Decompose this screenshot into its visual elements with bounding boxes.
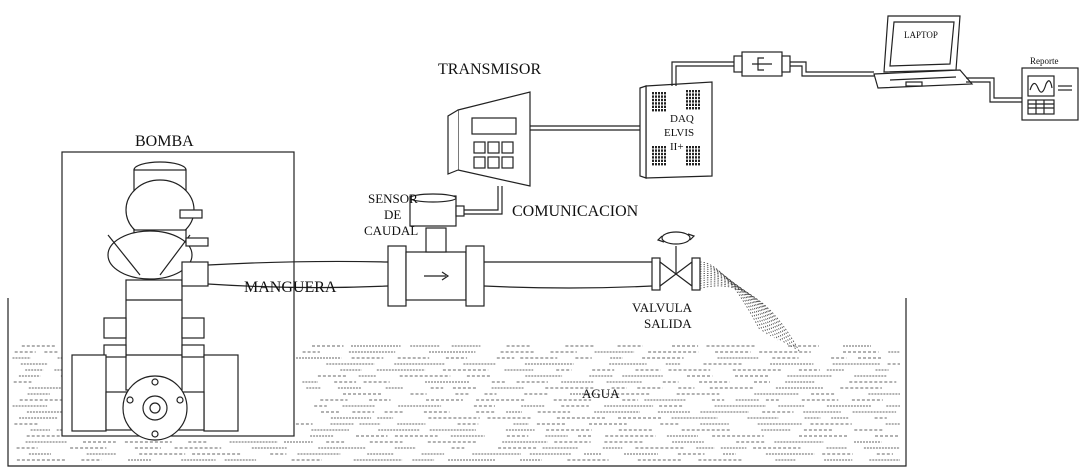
transmitter-display	[471, 117, 517, 135]
hose	[207, 260, 389, 289]
water-jet	[699, 261, 800, 353]
label-daq-1: DAQ	[670, 113, 694, 125]
laptop	[873, 15, 974, 89]
label-daq-2: ELVIS	[664, 127, 694, 139]
water-tank	[7, 298, 907, 467]
label-valvula: VALVULA	[632, 300, 693, 315]
pump-column	[125, 279, 183, 391]
label-comunicacion: COMUNICACION	[512, 203, 639, 220]
label-laptop: LAPTOP	[904, 30, 938, 40]
pump-wheel-right	[203, 354, 239, 432]
label-transmisor: TRANSMISOR	[438, 61, 541, 78]
flow-sensor	[387, 193, 485, 307]
cable-sensor-transmitter	[464, 186, 499, 211]
label-bomba: BOMBA	[135, 133, 194, 150]
cable-laptop-report	[966, 77, 1022, 99]
pump-wheel-left	[71, 354, 107, 432]
label-reporte: Reporte	[1030, 56, 1059, 66]
outlet-pipe	[483, 261, 653, 289]
label-sensor-1: SENSOR	[368, 191, 418, 206]
pump-assembly	[61, 151, 295, 441]
daq-elvis	[639, 81, 713, 179]
water-surface-lines	[12, 345, 900, 461]
label-daq-3: II+	[670, 141, 684, 153]
label-agua: AGUA	[582, 386, 620, 401]
label-salida: SALIDA	[644, 316, 692, 331]
label-sensor-2: DE	[384, 207, 401, 222]
pump-flange	[107, 230, 193, 280]
report-document	[1021, 67, 1079, 121]
cable-converter-laptop	[790, 61, 874, 73]
cable-daq-switch	[671, 61, 742, 86]
transmitter	[447, 91, 531, 187]
usb-converter	[733, 51, 791, 77]
valve-handwheel-icon	[661, 231, 691, 245]
outlet-valve	[651, 231, 701, 291]
transmitter-housing	[457, 91, 531, 187]
label-sensor-3: CAUDAL	[364, 223, 418, 238]
label-manguera: MANGUERA	[244, 279, 337, 296]
